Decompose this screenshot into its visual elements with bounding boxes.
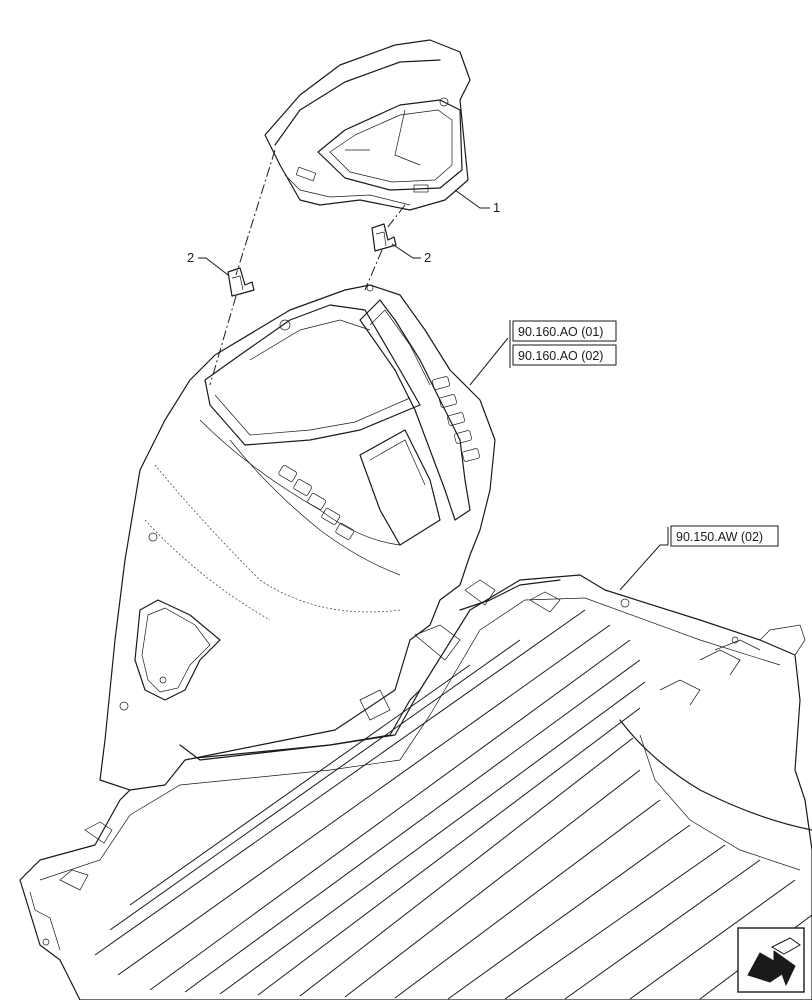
assembly-line-left-lower: [209, 295, 237, 386]
callout-item-1: 1: [493, 200, 500, 215]
reference-group-90-160[interactable]: 90.160.AO (01) 90.160.AO (02): [469, 320, 617, 386]
callout-item-2-right: 2: [424, 250, 431, 265]
reference-box-c[interactable]: [670, 525, 779, 547]
reference-box-b[interactable]: [512, 344, 617, 366]
top-cover-part-1: [264, 39, 471, 211]
floor-ribs: [94, 609, 812, 1000]
reference-group-90-150[interactable]: 90.150.AW (02): [619, 525, 779, 591]
clip-left-part-2: [227, 267, 255, 297]
reference-label-a: 90.160.AO (01): [518, 325, 603, 339]
assembly-line-left: [235, 149, 276, 276]
reference-box-a[interactable]: [512, 320, 617, 342]
leader-item-2-left: [198, 257, 229, 276]
console-housing: [99, 284, 496, 791]
front-switch-row: [278, 465, 355, 540]
assembly-line-right: [383, 204, 406, 233]
reference-label-c: 90.150.AW (02): [676, 530, 763, 544]
side-switch-column: [432, 376, 480, 462]
clip-right-part-2: [371, 223, 397, 252]
floor-mat: [19, 574, 812, 1000]
leader-item-2-right: [391, 243, 421, 259]
view-direction-arrow-icon[interactable]: [737, 927, 805, 993]
leader-item-1: [454, 189, 490, 209]
assembly-line-right-lower: [364, 249, 383, 291]
reference-label-b: 90.160.AO (02): [518, 349, 603, 363]
callout-item-2-left: 2: [187, 250, 194, 265]
